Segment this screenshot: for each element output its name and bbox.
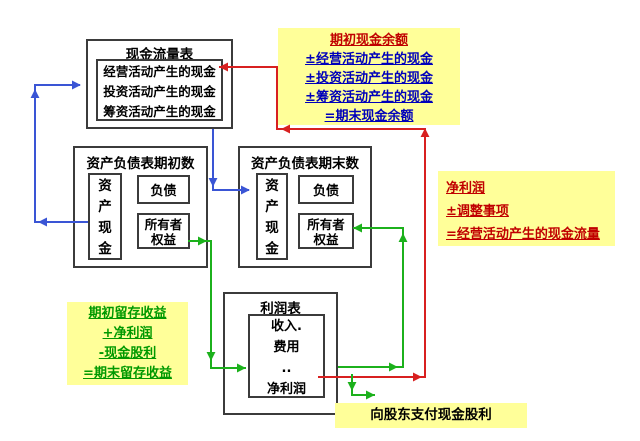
- bs-begin-liability-label: 负债: [150, 184, 177, 199]
- income-statement-title: 利润表: [260, 301, 301, 317]
- beginning-retained-earnings-line: 期初留存收益: [88, 306, 167, 321]
- bs-begin-liability-box: 负债: [137, 175, 190, 204]
- net-profit-line: 净利润: [446, 181, 486, 196]
- cash-flow-item-operating: 经营活动产生的现金: [103, 64, 216, 79]
- cash-flow-item-investing: 投资活动产生的现金: [103, 84, 216, 99]
- ending-retained-earnings-line: =期末留存收益: [83, 366, 172, 381]
- balance-sheet-beginning-box: 资产负债表期初数 资产现金 负债 所有者 权益: [73, 146, 208, 268]
- bs-begin-equity-label-line2: 权益: [150, 232, 176, 247]
- retained-earnings-formula-note: 期初留存收益 +净利润 -现金股利 =期末留存收益: [67, 302, 188, 385]
- cash-summary-ending-balance: =期末现金余额: [324, 109, 414, 124]
- income-statement-items-box: 收入. 费用 .. 净利润: [248, 314, 325, 398]
- cash-summary-operating: ±经营活动产生的现金: [305, 52, 433, 67]
- adjustments-line: ±调整事项: [446, 204, 509, 219]
- bs-end-liability-box: 负债: [298, 175, 354, 204]
- cash-summary-investing: ±投资活动产生的现金: [305, 71, 433, 86]
- bs-end-liability-label: 负债: [312, 184, 339, 199]
- cash-flow-items-box: 经营活动产生的现金 投资活动产生的现金 筹资活动产生的现金: [96, 59, 223, 121]
- cash-summary-financing: ±筹资活动产生的现金: [305, 90, 433, 105]
- bs-end-asset-cash-label: 资产现金: [265, 178, 279, 257]
- cash-summary-beginning-balance: 期初现金余额: [329, 33, 408, 48]
- bs-begin-equity-label-line1: 所有者: [144, 217, 183, 232]
- bs-begin-asset-cash-box: 资产现金: [88, 173, 122, 260]
- balance-sheet-ending-box: 资产负债表期末数 资产现金 负债 所有者 权益: [238, 146, 372, 268]
- operating-cash-result-line: =经营活动产生的现金流量: [446, 227, 600, 242]
- balance-sheet-ending-title: 资产负债表期末数: [251, 156, 359, 172]
- cash-flow-statement-box: 现金流量表 经营活动产生的现金 投资活动产生的现金 筹资活动产生的现金: [86, 39, 233, 129]
- bs-end-equity-box: 所有者 权益: [298, 213, 354, 249]
- minus-cash-dividends-line: -现金股利: [98, 346, 157, 361]
- dividends-note: 向股东支付现金股利: [335, 403, 527, 428]
- plus-net-profit-line: +净利润: [102, 326, 153, 341]
- bs-begin-asset-cash-label: 资产现金: [98, 178, 112, 257]
- cash-balance-formula-note: 期初现金余额 ±经营活动产生的现金 ±投资活动产生的现金 ±筹资活动产生的现金 …: [278, 28, 460, 125]
- bs-end-asset-cash-box: 资产现金: [256, 173, 288, 260]
- balance-sheet-beginning-title: 资产负债表期初数: [86, 156, 195, 172]
- income-item-net-profit: 净利润: [266, 382, 306, 397]
- income-item-ellipsis: ..: [281, 361, 292, 376]
- income-statement-box: 利润表 收入. 费用 .. 净利润: [223, 292, 338, 415]
- net-profit-formula-note: 净利润 ±调整事项 =经营活动产生的现金流量: [438, 171, 615, 246]
- dividends-note-text: 向股东支付现金股利: [370, 407, 492, 423]
- income-item-revenue: 收入.: [271, 319, 302, 334]
- bs-end-equity-label-line1: 所有者: [307, 217, 345, 232]
- bs-end-equity-label-line2: 权益: [313, 232, 339, 247]
- bs-begin-equity-box: 所有者 权益: [137, 213, 190, 249]
- cash-flow-item-financing: 筹资活动产生的现金: [103, 104, 216, 119]
- green-arrow-net-profit-to-dividends: [347, 374, 375, 400]
- income-item-expenses: 费用: [273, 340, 300, 355]
